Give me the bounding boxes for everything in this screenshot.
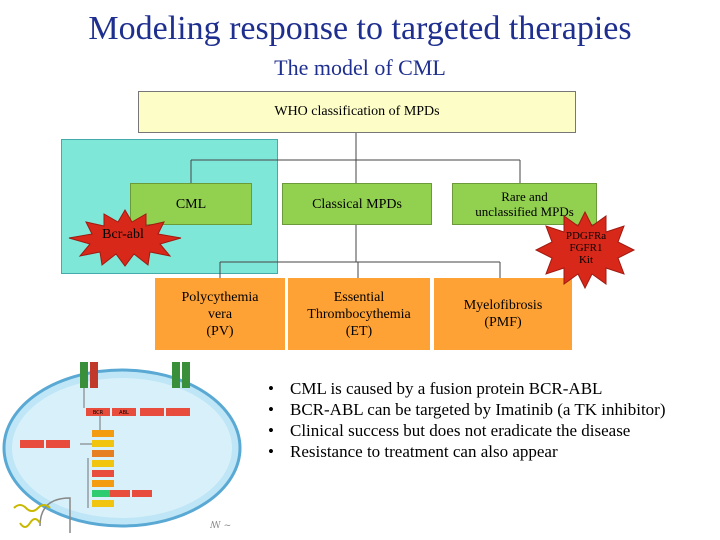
pmf-box: Myelofibrosis (PMF) bbox=[434, 278, 572, 350]
et-box: Essential Thrombocythemia (ET) bbox=[288, 278, 430, 350]
bullet-item: • Clinical success but does not eradicate… bbox=[262, 420, 712, 441]
bullet-dot: • bbox=[268, 442, 274, 461]
pdg-line3: Kit bbox=[578, 254, 594, 266]
bullet-dot: • bbox=[268, 421, 274, 440]
pv-line2: vera bbox=[207, 306, 233, 322]
et-line2: Thrombocythemia bbox=[307, 306, 411, 322]
classical-label: Classical MPDs bbox=[312, 196, 402, 212]
cell-signaling-illustration: BCR ABL ꟿ ~ bbox=[2, 362, 242, 533]
pdgfra-label: PDGFRa FGFR1 Kit bbox=[556, 230, 616, 266]
who-classification-box: WHO classification of MPDs bbox=[138, 91, 576, 133]
bullet-item: • CML is caused by a fusion protein BCR-A… bbox=[262, 378, 712, 399]
bullet-item: • BCR-ABL can be targeted by Imatinib (a … bbox=[262, 399, 712, 420]
pv-line3: (PV) bbox=[206, 323, 234, 339]
bullet-dot: • bbox=[268, 400, 274, 419]
sig-label-abl: ABL bbox=[119, 410, 129, 416]
pmf-line1: Myelofibrosis bbox=[463, 298, 543, 313]
svg-text:ꟿ ~: ꟿ ~ bbox=[209, 521, 231, 531]
bullet-list: • CML is caused by a fusion protein BCR-A… bbox=[262, 378, 712, 462]
bullet-text: BCR-ABL can be targeted by Imatinib (a T… bbox=[290, 400, 666, 419]
rare-label-line1: Rare and bbox=[501, 189, 548, 204]
classical-mpds-box: Classical MPDs bbox=[282, 183, 432, 225]
rare-label-line2: unclassified MPDs bbox=[475, 204, 574, 219]
rare-label: Rare and unclassified MPDs bbox=[475, 189, 574, 219]
slide-subtitle: The model of CML bbox=[274, 55, 446, 80]
bcr-abl-starburst bbox=[68, 209, 182, 267]
et-line1: Essential bbox=[333, 289, 385, 305]
pv-box: Polycythemia vera (PV) bbox=[155, 278, 285, 350]
bullet-text: CML is caused by a fusion protein BCR-AB… bbox=[290, 379, 603, 398]
bullet-dot: • bbox=[268, 379, 274, 398]
bcr-abl-label: Bcr-abl bbox=[102, 227, 144, 242]
et-line3: (ET) bbox=[345, 323, 373, 339]
bullet-item: • Resistance to treatment can also appear bbox=[262, 441, 712, 462]
bullet-text: Clinical success but does not eradicate … bbox=[290, 421, 631, 440]
bullet-text: Resistance to treatment can also appear bbox=[290, 442, 558, 461]
rare-mpds-box: Rare and unclassified MPDs bbox=[452, 183, 597, 225]
sig-label-bcr: BCR bbox=[93, 410, 104, 416]
pmf-line2: (PMF) bbox=[484, 315, 522, 330]
pdg-line2: FGFR1 bbox=[569, 242, 603, 254]
cml-label: CML bbox=[175, 196, 207, 212]
slide-title: Modeling response to targeted therapies bbox=[88, 10, 632, 47]
pv-line1: Polycythemia bbox=[181, 289, 259, 305]
pdgfra-starburst bbox=[534, 210, 636, 290]
pdg-line1: PDGFRa bbox=[565, 230, 607, 242]
cml-box: CML bbox=[130, 183, 252, 225]
